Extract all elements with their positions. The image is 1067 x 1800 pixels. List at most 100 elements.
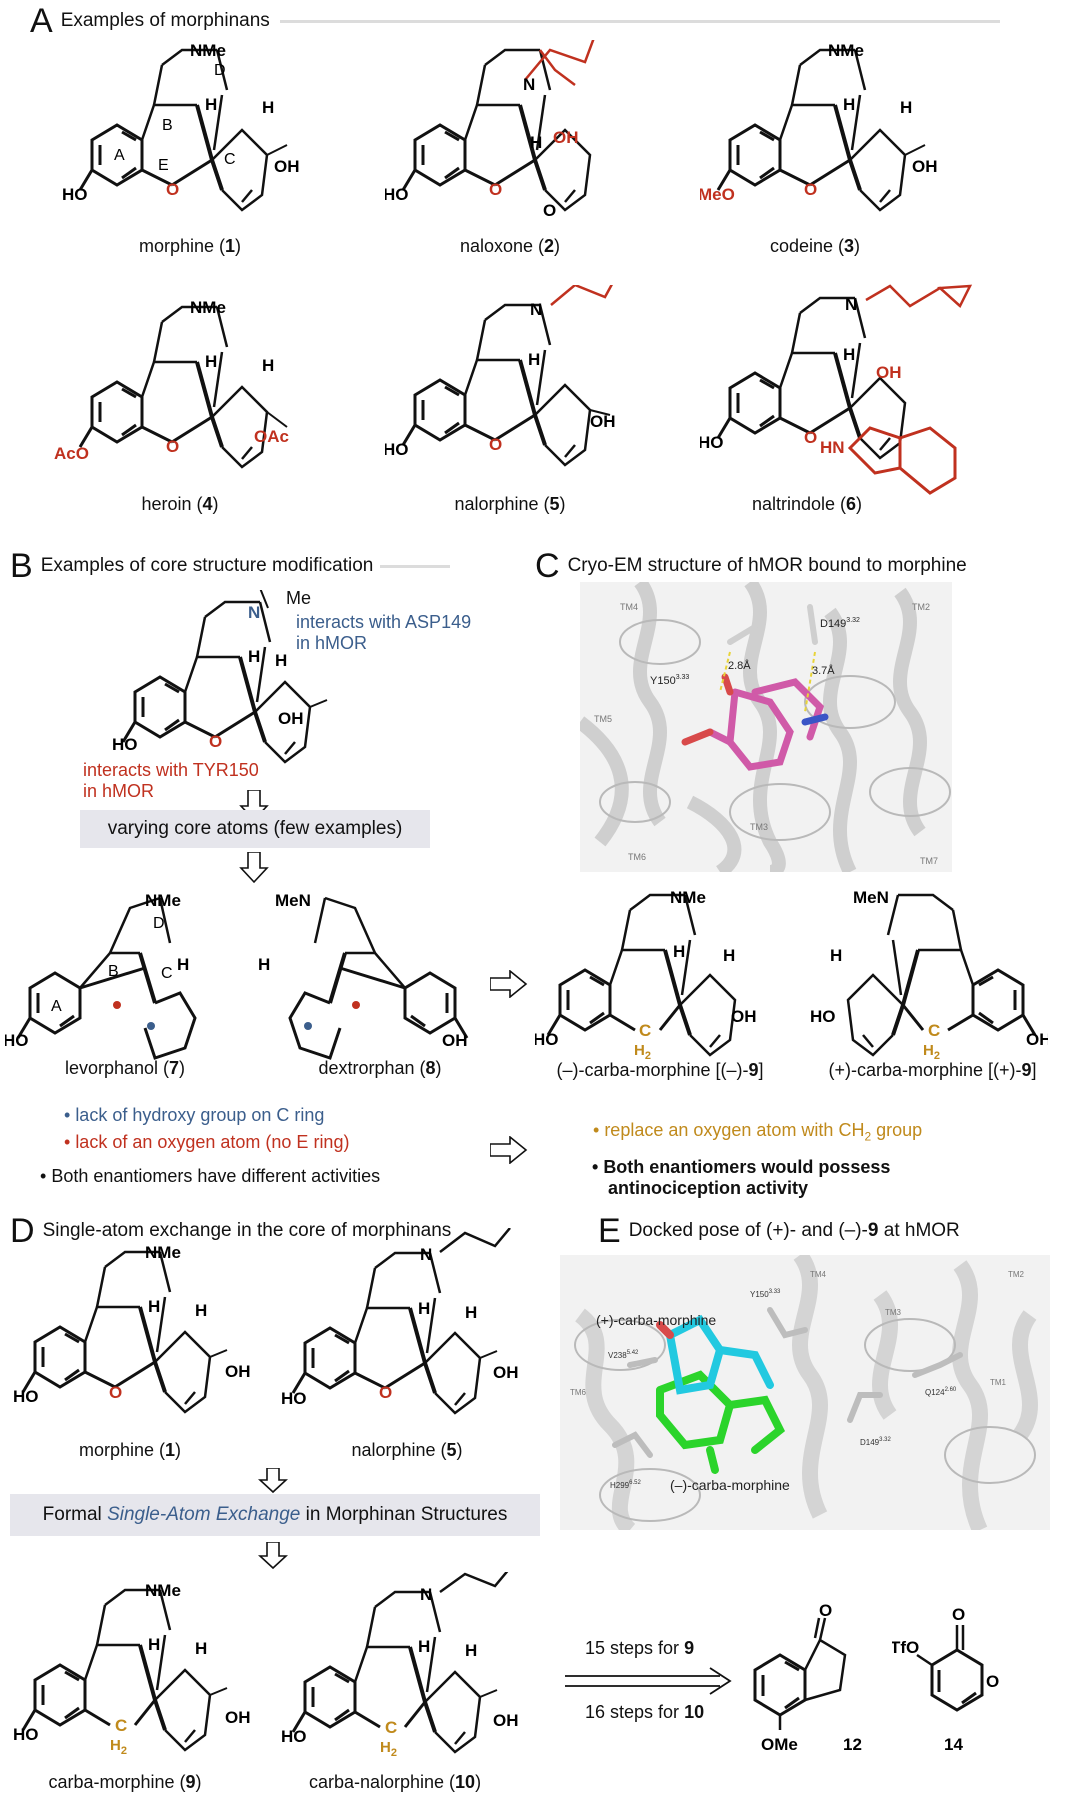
atom-label: OMe <box>761 1735 798 1754</box>
compound-label: levorphanol (7) <box>64 1058 186 1078</box>
atom-label: OH <box>590 412 616 431</box>
atom-label: H <box>900 98 912 117</box>
distance-label: 2.8Å <box>728 659 751 672</box>
atom-label: H2 <box>634 1042 651 1060</box>
atom-label: N <box>530 300 542 319</box>
atom-label: O <box>543 201 556 220</box>
atom-label: O <box>166 437 179 456</box>
atom-label: NMe <box>145 1243 181 1262</box>
atom-label: H <box>195 1639 207 1658</box>
compound-label: carba-nalorphine (10) <box>308 1772 482 1792</box>
compound-label: heroin (4) <box>141 494 219 514</box>
down-arrow-icon <box>239 852 269 884</box>
double-arrow-icon <box>565 1667 732 1695</box>
atom-label: H2 <box>923 1042 940 1060</box>
atom-label: N <box>523 75 535 94</box>
down-arrow-icon <box>258 1542 288 1570</box>
atom-label: O <box>489 180 502 199</box>
compound-label: naloxone (2) <box>459 236 561 256</box>
right-arrow-icon <box>490 970 528 998</box>
me-label: Me <box>286 588 312 608</box>
morphine-structure: NMe HO OH O H H <box>13 1243 251 1414</box>
atom-label: H <box>148 1297 160 1316</box>
atom-label: N <box>248 603 260 622</box>
atom-label: C <box>928 1021 940 1040</box>
heroin-structure: NMe AcO OAc O H H <box>54 298 289 469</box>
levorphanol-structure: NMe HO H A B C D <box>5 891 197 1060</box>
compound-label: dextrorphan (8) <box>318 1058 442 1078</box>
atom-label: H <box>528 350 540 369</box>
pose-label: (–)-carba-morphine <box>670 1477 790 1493</box>
atom-label: O <box>166 180 179 199</box>
helix-label: TM6 <box>628 852 646 862</box>
section-a-header: A Examples of morphinans <box>30 4 270 38</box>
single-atom-exchange-box: Formal Single-Atom Exchange in Morphinan… <box>10 1494 540 1536</box>
atom-label: H <box>465 1641 477 1660</box>
atom-label: OH <box>225 1708 251 1727</box>
docked-pose-image: (+)-carba-morphine (–)-carba-morphine Y1… <box>560 1255 1050 1530</box>
atom-label: OH <box>731 1007 757 1026</box>
ring-label: A <box>51 998 62 1015</box>
atom-label: OH <box>278 709 304 728</box>
residue-label: H2996.52 <box>610 1480 641 1490</box>
atom-label: H <box>148 1635 160 1654</box>
section-rule <box>280 20 1000 23</box>
atom-label: OH <box>493 1363 519 1382</box>
atom-label: H <box>465 1303 477 1322</box>
distance-label: 3.7Å <box>812 664 835 677</box>
helix-label: TM3 <box>885 1308 902 1317</box>
section-letter: C <box>535 547 560 585</box>
atom-label: C <box>639 1021 651 1040</box>
atom-label: NMe <box>145 891 181 910</box>
atom-label: HO <box>62 185 88 204</box>
section-title: Examples of core structure modification <box>40 555 374 576</box>
atom-label: OH <box>912 157 938 176</box>
bullet-item: • replace an oxygen atom with CH2 group <box>593 1120 923 1144</box>
atom-label: O <box>209 732 222 751</box>
carba-morphine-structure: NMe HO OH C H2 H H <box>13 1581 251 1756</box>
helix-label: TM2 <box>1008 1270 1025 1279</box>
asp-note: interacts with ASP149 in hMOR <box>296 612 472 653</box>
atom-label: O <box>804 428 817 447</box>
helix-label: TM4 <box>620 602 638 612</box>
compound-number: 12 <box>843 1735 862 1754</box>
atom-label: HO <box>112 735 138 754</box>
atom-label: HO <box>5 1031 29 1050</box>
atom-label: O <box>379 1383 392 1402</box>
atom-label: H <box>530 133 542 152</box>
compound-label: nalorphine (5) <box>454 494 566 514</box>
atom-label: N <box>420 1585 432 1604</box>
residue-label: Y1503.33 <box>650 674 689 687</box>
atom-label: AcO <box>54 444 89 463</box>
atom-label: H <box>177 955 189 974</box>
steps-label: 15 steps for 9 <box>585 1638 695 1658</box>
atom-label: H <box>205 352 217 371</box>
atom-label: H <box>195 1301 207 1320</box>
atom-label: O <box>986 1672 999 1691</box>
helix-label: TM1 <box>990 1378 1007 1387</box>
indanone-structure: O OMe 12 <box>753 1601 862 1754</box>
atom-label: HN <box>820 438 845 457</box>
atom-label: MeN <box>853 888 889 907</box>
section-title: Docked pose of (+)- and (–)-9 at hMOR <box>628 1220 960 1241</box>
pyranone-structure: O O TfO 14 <box>892 1605 999 1754</box>
ring-label: E <box>158 157 169 174</box>
compound-label: (+)-carba-morphine [(+)-9] <box>828 1060 1037 1080</box>
docked-pose-panel: (+)-carba-morphine (–)-carba-morphine Y1… <box>560 1255 1050 1530</box>
helix-label: TM7 <box>920 856 938 866</box>
atom-label: H <box>262 98 274 117</box>
atom-label: H <box>248 647 260 666</box>
morphine-structure: NMe HO OH O H H A B C D E <box>62 41 300 212</box>
atom-label: OH <box>442 1031 468 1050</box>
naltrindole-structure: N OH HO O H HN <box>700 284 973 495</box>
helix-label: TM6 <box>570 1388 587 1397</box>
compound-label: morphine (1) <box>78 1440 182 1460</box>
atom-label: OH <box>876 363 902 382</box>
atom-label: OAc <box>254 427 289 446</box>
minus-carba-morphine-structure: NMe HO OH C H2 H H <box>535 888 757 1060</box>
atom-label: OH <box>274 157 300 176</box>
atom-label: NMe <box>670 888 706 907</box>
atom-label: H <box>258 955 270 974</box>
section-d-header: D Single-atom exchange in the core of mo… <box>10 1214 451 1248</box>
right-arrow-icon <box>490 1136 528 1164</box>
